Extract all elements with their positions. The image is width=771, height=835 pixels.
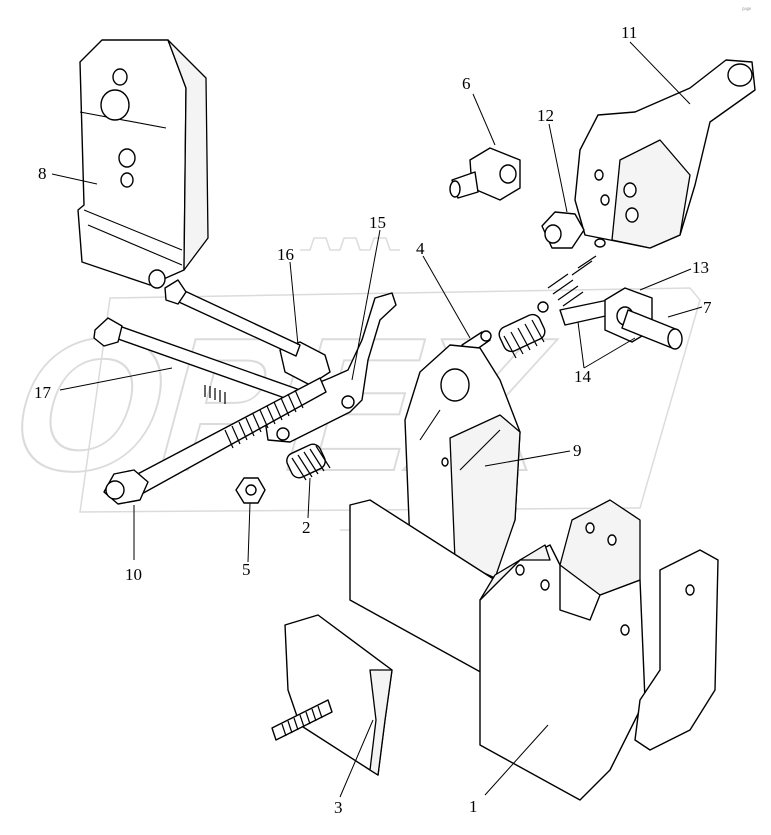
part-6-pin-block <box>449 147 521 201</box>
callout-5: 5 <box>242 560 251 579</box>
part-5-nut <box>235 477 266 504</box>
leader-lines <box>51 41 703 798</box>
part-1-base <box>349 499 719 801</box>
corner-mark: ᵖᵃᵍᵉ <box>742 5 751 14</box>
callout-9: 9 <box>573 441 582 460</box>
callout-labels: 1 2 3 4 5 6 7 8 9 10 11 12 13 14 15 16 1… <box>34 23 712 817</box>
callout-2: 2 <box>302 518 311 537</box>
callout-3: 3 <box>334 798 343 817</box>
callout-1: 1 <box>469 797 478 816</box>
part-7-pin <box>621 309 683 350</box>
callout-6: 6 <box>462 74 471 93</box>
part-12-nut <box>541 211 585 249</box>
callout-14: 14 <box>574 367 592 386</box>
callout-4: 4 <box>416 239 425 258</box>
callout-10: 10 <box>125 565 142 584</box>
callout-7: 7 <box>703 298 712 317</box>
callout-17: 17 <box>34 383 52 402</box>
part-8-bracket <box>77 39 209 289</box>
part-9-housing <box>404 344 521 581</box>
callout-13: 13 <box>692 258 709 277</box>
callout-11: 11 <box>621 23 637 42</box>
callout-12: 12 <box>537 106 554 125</box>
callout-8: 8 <box>38 164 47 183</box>
callout-16: 16 <box>277 245 294 264</box>
part-14-spring <box>498 238 606 359</box>
part-2-spring <box>286 443 331 481</box>
part-10-bolt <box>103 377 327 505</box>
part-8-rod <box>164 279 301 357</box>
callout-15: 15 <box>369 213 386 232</box>
part-11-lever <box>574 59 756 249</box>
part-3-shoe <box>271 614 393 776</box>
